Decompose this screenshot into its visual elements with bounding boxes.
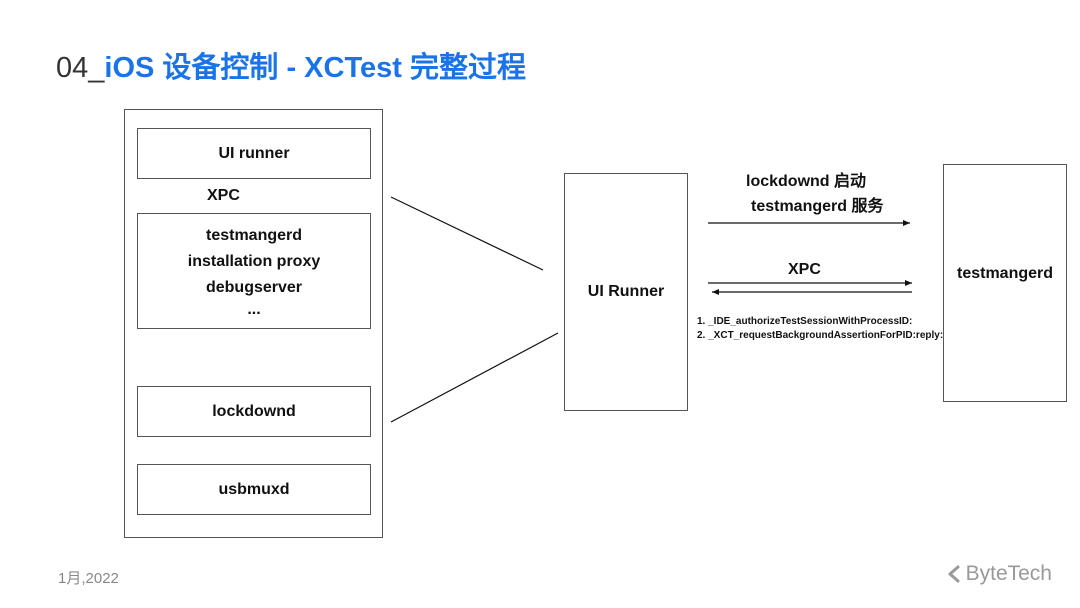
footer-logo: ByteTech (946, 562, 1052, 586)
service-debugserver: debugserver (205, 279, 303, 296)
services-box: testmangerd installation proxy debugserv… (137, 213, 371, 329)
service-ellipsis: ... (247, 301, 261, 318)
xpc-label-left: XPC (207, 187, 240, 204)
xpc-label-right: XPC (788, 261, 821, 278)
lockdownd-label: lockdownd (212, 402, 296, 420)
call-item-1: 1. _IDE_authorizeTestSessionWithProcessI… (697, 316, 913, 327)
testmangerd-box: testmangerd (943, 164, 1067, 402)
service-installation-proxy: installation proxy (187, 253, 321, 270)
footer-date: 1月,2022 (58, 570, 119, 587)
usbmuxd-box: usbmuxd (137, 464, 371, 515)
testmangerd-label: testmangerd (956, 265, 1054, 282)
ui-runner-box: UI runner (137, 128, 371, 179)
start-service-label-1: lockdownd 启动 (746, 173, 867, 190)
ui-runner-label: UI runner (218, 144, 290, 162)
bytetech-logo-icon (948, 565, 960, 583)
service-testmangerd: testmangerd (205, 227, 303, 244)
call-item-2: 2. _XCT_requestBackgroundAssertionForPID… (697, 330, 944, 341)
ui-runner-detail-label: UI Runner (587, 283, 665, 300)
lockdownd-box: lockdownd (137, 386, 371, 437)
zoom-line-top (390, 196, 544, 271)
footer-logo-text: ByteTech (965, 562, 1052, 585)
zoom-line-bottom (390, 332, 559, 423)
ui-runner-detail-box: UI Runner (564, 173, 688, 411)
title-prefix: 04_ (56, 52, 105, 84)
title-main: iOS 设备控制 - XCTest 完整过程 (104, 52, 526, 84)
start-service-label-2: testmangerd 服务 (751, 198, 884, 215)
page-title: 04_iOS 设备控制 - XCTest 完整过程 (56, 44, 526, 86)
usbmuxd-label: usbmuxd (218, 480, 290, 498)
